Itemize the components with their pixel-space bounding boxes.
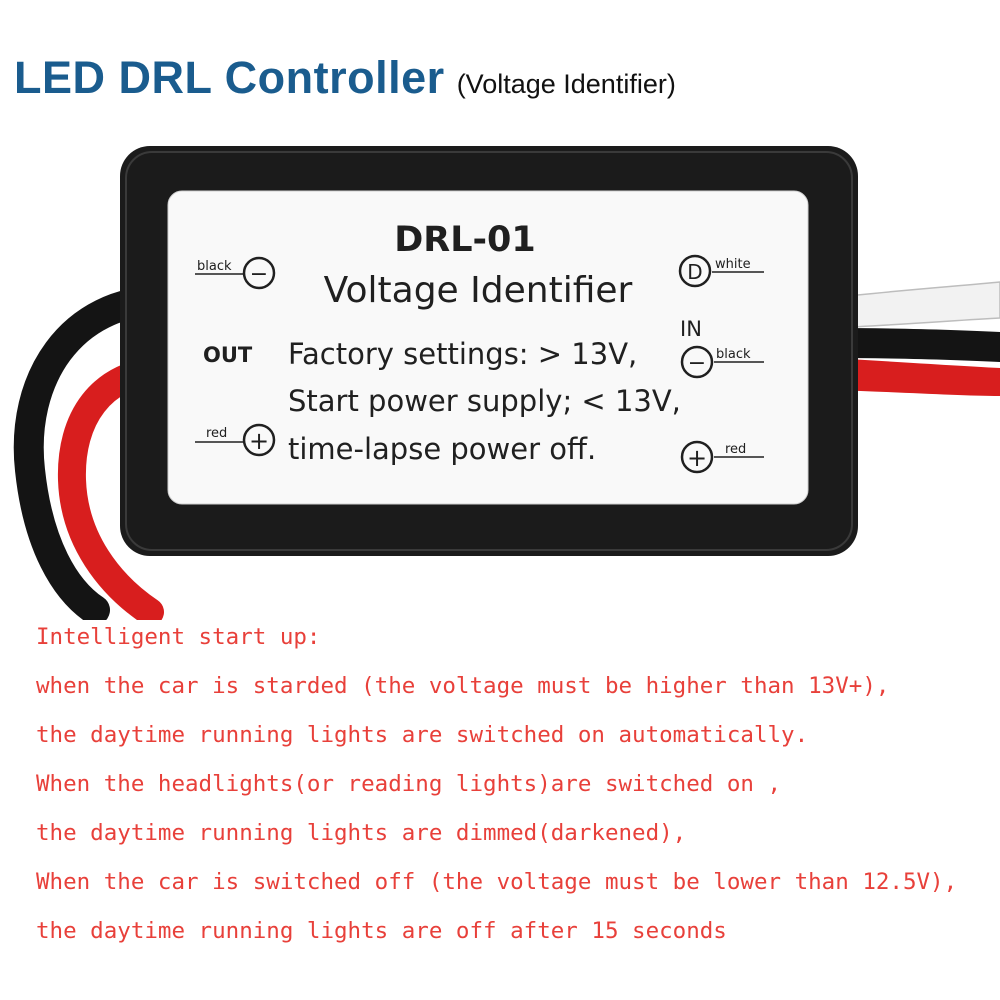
out-label: OUT	[203, 343, 253, 367]
product-title: LED DRL Controller	[14, 52, 445, 103]
in-positive-icon	[680, 440, 714, 474]
headline: LED DRL Controller (Voltage Identifier)	[14, 52, 676, 104]
in-d-symbol: D	[687, 260, 702, 284]
controller-label	[167, 190, 809, 505]
description-line: the daytime running lights are switched …	[36, 722, 809, 748]
description-line: When the headlights(or reading lights)ar…	[36, 771, 782, 797]
wire-out-black	[13, 285, 180, 620]
description-line: When the car is switched off (the voltag…	[36, 869, 958, 895]
controller-illustration: DRL-01 Voltage Identifier Factory settin…	[13, 146, 1000, 620]
in-black-wire-label: black	[716, 347, 751, 362]
in-red-wire-label: red	[725, 442, 746, 457]
description: Intelligent start up: when the car is st…	[36, 619, 996, 962]
in-d-icon	[678, 254, 712, 288]
in-positive-symbol: +	[687, 444, 707, 472]
description-line: Intelligent start up:	[36, 624, 321, 650]
wire-in-black	[830, 328, 1000, 362]
in-negative-icon	[680, 345, 714, 379]
description-line: the daytime running lights are dimmed(da…	[36, 820, 687, 846]
out-negative-icon	[242, 256, 276, 290]
in-negative-symbol: −	[688, 351, 706, 376]
model-number: DRL-01	[394, 220, 536, 260]
in-white-wire-label: white	[715, 257, 751, 272]
wire-in-red	[830, 358, 1000, 396]
wire-out-red	[57, 356, 179, 620]
description-line: the daytime running lights are off after…	[36, 918, 727, 944]
label-name: Voltage Identifier	[324, 270, 633, 311]
product-subtitle: (Voltage Identifier)	[456, 69, 676, 99]
out-negative-symbol: −	[250, 262, 268, 287]
wire-in-white	[829, 281, 1000, 329]
in-label: IN	[680, 317, 702, 341]
label-line-3: time-lapse power off.	[288, 432, 596, 466]
description-line: when the car is starded (the voltage mus…	[36, 673, 890, 699]
out-black-wire-label: black	[197, 259, 232, 274]
out-positive-symbol: +	[249, 427, 269, 455]
label-line-1: Factory settings: > 13V,	[288, 337, 637, 371]
label-line-2: Start power supply; < 13V,	[288, 384, 681, 418]
out-positive-icon	[242, 423, 276, 457]
out-red-wire-label: red	[206, 426, 227, 441]
